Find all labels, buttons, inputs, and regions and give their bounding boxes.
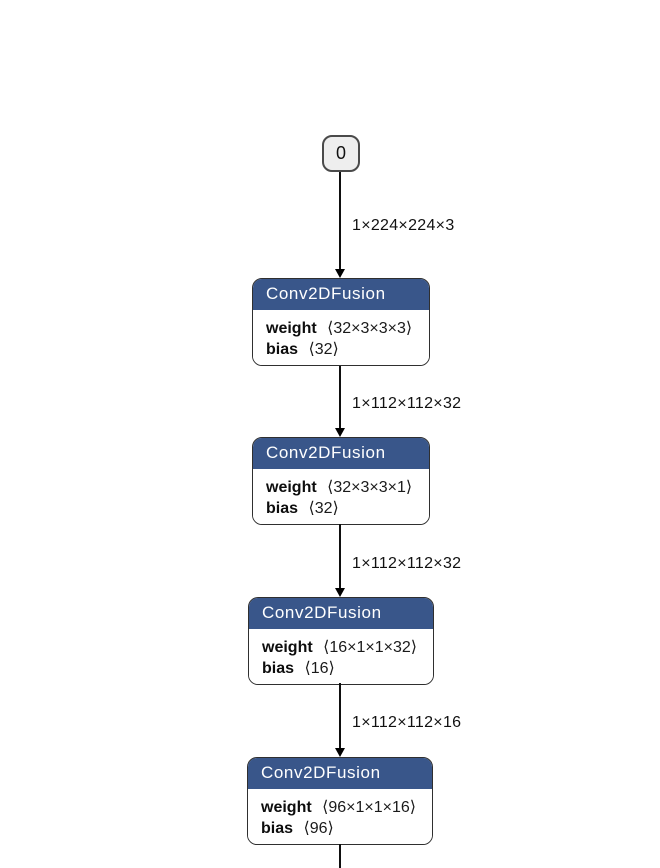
node-type-header[interactable]: Conv2DFusion (248, 758, 432, 789)
attribute-row-weight: weight ⟨16×1×1×32⟩ (262, 637, 421, 658)
attribute-value: ⟨16⟩ (304, 660, 335, 677)
arrowhead-icon (335, 588, 345, 597)
attribute-row-bias: bias ⟨16⟩ (262, 658, 421, 679)
attribute-name: weight (262, 639, 313, 656)
conv2dfusion-node-1[interactable]: Conv2DFusion weight ⟨32×3×3×3⟩ bias ⟨32⟩ (252, 278, 430, 366)
edge-tensor-shape-label[interactable]: 1×112×112×32 (352, 395, 462, 412)
graph-input-node-label: 0 (335, 143, 346, 163)
edge-line (339, 366, 341, 428)
arrowhead-icon (335, 748, 345, 757)
attribute-value: ⟨32×3×3×1⟩ (327, 479, 413, 496)
node-type-header[interactable]: Conv2DFusion (253, 279, 429, 310)
arrowhead-icon (335, 269, 345, 278)
edge-line (339, 172, 341, 269)
attribute-value: ⟨96×1×1×16⟩ (322, 799, 417, 816)
conv2dfusion-node-2[interactable]: Conv2DFusion weight ⟨32×3×3×1⟩ bias ⟨32⟩ (252, 437, 430, 525)
attribute-name: weight (261, 799, 312, 816)
node-attribute-list: weight ⟨96×1×1×16⟩ bias ⟨96⟩ (248, 789, 432, 844)
attribute-name: weight (266, 479, 317, 496)
attribute-name: bias (266, 341, 299, 358)
attribute-name: weight (266, 320, 317, 337)
attribute-value: ⟨16×1×1×32⟩ (323, 639, 418, 656)
attribute-value: ⟨32⟩ (308, 500, 339, 517)
graph-input-node[interactable]: 0 (322, 135, 360, 172)
attribute-name: bias (262, 660, 295, 677)
attribute-row-weight: weight ⟨32×3×3×3⟩ (266, 318, 417, 339)
attribute-row-weight: weight ⟨32×3×3×1⟩ (266, 477, 417, 498)
conv2dfusion-node-4[interactable]: Conv2DFusion weight ⟨96×1×1×16⟩ bias ⟨96… (247, 757, 433, 845)
attribute-row-weight: weight ⟨96×1×1×16⟩ (261, 797, 420, 818)
node-attribute-list: weight ⟨32×3×3×1⟩ bias ⟨32⟩ (253, 469, 429, 524)
attribute-row-bias: bias ⟨32⟩ (266, 339, 417, 360)
attribute-value: ⟨32×3×3×3⟩ (327, 320, 413, 337)
attribute-row-bias: bias ⟨96⟩ (261, 818, 420, 839)
edge-tensor-shape-label[interactable]: 1×112×112×32 (352, 555, 462, 572)
arrowhead-icon (335, 428, 345, 437)
edge-line (339, 524, 341, 588)
attribute-name: bias (266, 500, 299, 517)
node-attribute-list: weight ⟨32×3×3×3⟩ bias ⟨32⟩ (253, 310, 429, 365)
attribute-name: bias (261, 820, 294, 837)
attribute-value: ⟨96⟩ (303, 820, 334, 837)
edge-tensor-shape-label[interactable]: 1×112×112×16 (352, 714, 462, 731)
node-type-header[interactable]: Conv2DFusion (249, 598, 433, 629)
attribute-value: ⟨32⟩ (308, 341, 339, 358)
node-type-header[interactable]: Conv2DFusion (253, 438, 429, 469)
conv2dfusion-node-3[interactable]: Conv2DFusion weight ⟨16×1×1×32⟩ bias ⟨16… (248, 597, 434, 685)
edge-tensor-shape-label[interactable]: 1×224×224×3 (352, 217, 455, 234)
node-attribute-list: weight ⟨16×1×1×32⟩ bias ⟨16⟩ (249, 629, 433, 684)
edge-line (339, 683, 341, 748)
edge-line (339, 844, 341, 868)
attribute-row-bias: bias ⟨32⟩ (266, 498, 417, 519)
